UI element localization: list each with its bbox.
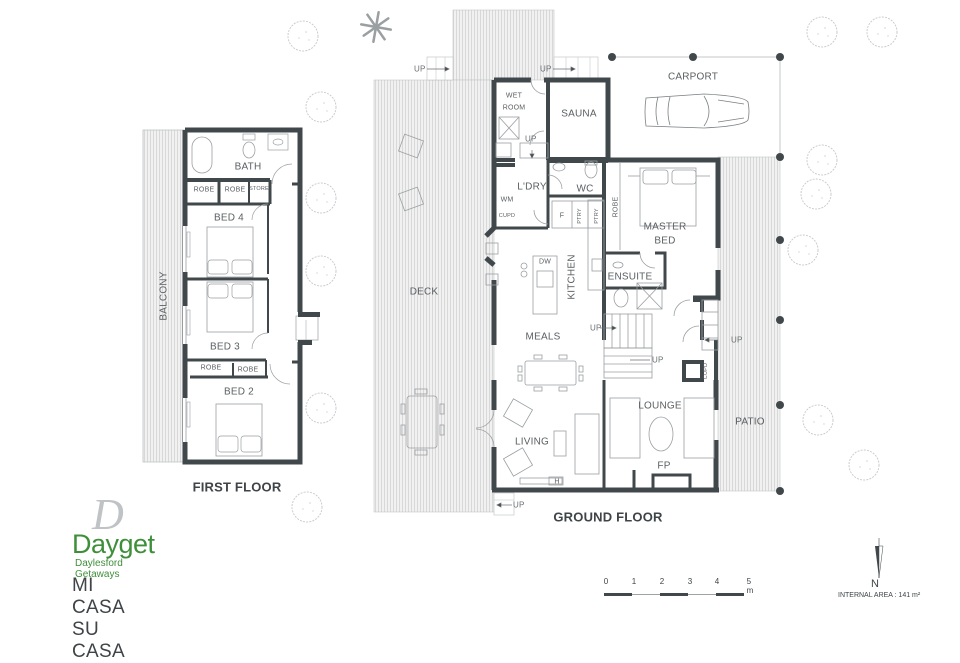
north-arrow-icon (875, 538, 884, 579)
scale-tick: 0 (603, 577, 609, 586)
room-label-wet: WET (505, 92, 523, 100)
first-floor-plan (142, 127, 320, 465)
stair-up-label: UP (414, 64, 426, 74)
room-label-store: STORE (249, 186, 269, 192)
carport (608, 53, 784, 495)
stair-up-label: UP (590, 323, 602, 333)
first-floor-title: FIRST FLOOR (192, 479, 282, 495)
room-label-laundry: L'DRY (517, 181, 547, 193)
room-label-pantry: PTRY (594, 208, 600, 224)
room-label-master: MASTER (643, 221, 687, 233)
brand-tagline: Daylesford Getaways (75, 558, 123, 580)
room-label-robe: ROBE (612, 196, 620, 218)
stair-up-label: UP (540, 64, 552, 74)
room-label-kitchen: KITCHEN (566, 254, 578, 300)
room-label-master-bed: BED (654, 235, 676, 247)
room-label-washing-machine: WM (500, 196, 514, 204)
room-label-fireplace: FP (657, 460, 671, 472)
property-name: MI CASA SU CASA (72, 575, 125, 662)
room-label-bed-4: BED 4 (214, 212, 244, 224)
room-label-robe: ROBE (200, 364, 222, 372)
stair-up-label: UP (525, 134, 537, 144)
room-label-ensuite: ENSUITE (607, 271, 653, 283)
ground-floor-plan (484, 77, 721, 493)
scale-tick: 1 (631, 577, 637, 586)
room-label-meals: MEALS (525, 331, 561, 343)
stair-up-label: UP (513, 500, 525, 510)
room-label-living: LIVING (515, 436, 549, 448)
ground-floor-title: GROUND FLOOR (553, 509, 663, 525)
room-label-sauna: SAUNA (561, 108, 597, 120)
scale-bar-graphic (604, 593, 744, 596)
room-label-wc: WC (576, 183, 594, 195)
room-label-robe: ROBE (224, 186, 246, 194)
room-label-robe: ROBE (193, 186, 215, 194)
floor-plan-drawing (142, 9, 898, 523)
brand-name: Dayget (72, 529, 155, 559)
room-label-lounge: LOUNGE (638, 400, 682, 412)
ground-floor-fixtures (398, 79, 719, 486)
room-label-bed-2: BED 2 (224, 386, 254, 398)
room-label-dishwasher: DW (538, 258, 552, 266)
car-icon (644, 93, 750, 129)
room-label-carport: CARPORT (667, 71, 719, 83)
room-label-deck: DECK (409, 286, 439, 298)
scale-tick: 2 (659, 577, 665, 586)
stair-up-label: UP (731, 335, 743, 345)
room-label-fridge: F (559, 212, 565, 220)
plant-icon (359, 10, 393, 44)
room-label-bath: BATH (234, 161, 262, 173)
brand-monogram: D (92, 490, 124, 539)
north-label: N (871, 578, 879, 590)
room-label-room: ROOM (502, 104, 526, 112)
ground-floor-decks (373, 9, 781, 516)
room-label-heater: H (554, 478, 560, 486)
stair-arrows (427, 66, 718, 508)
room-label-balcony: BALCONY (158, 271, 170, 321)
room-label-bed-3: BED 3 (210, 341, 240, 353)
room-label-cupboard: CUPD (703, 362, 709, 380)
room-label-robe: ROBE (237, 366, 259, 374)
room-label-patio: PATIO (735, 416, 765, 428)
room-label-cupboard: CUPD (498, 213, 516, 219)
room-label-pantry: PTRY (577, 208, 583, 224)
scale-tick: 5 m (746, 577, 754, 595)
internal-area: INTERNAL AREA : 141 m² (838, 592, 921, 599)
scale-tick: 4 (714, 577, 720, 586)
stair-up-label: UP (652, 355, 664, 365)
scale-tick: 3 (687, 577, 693, 586)
